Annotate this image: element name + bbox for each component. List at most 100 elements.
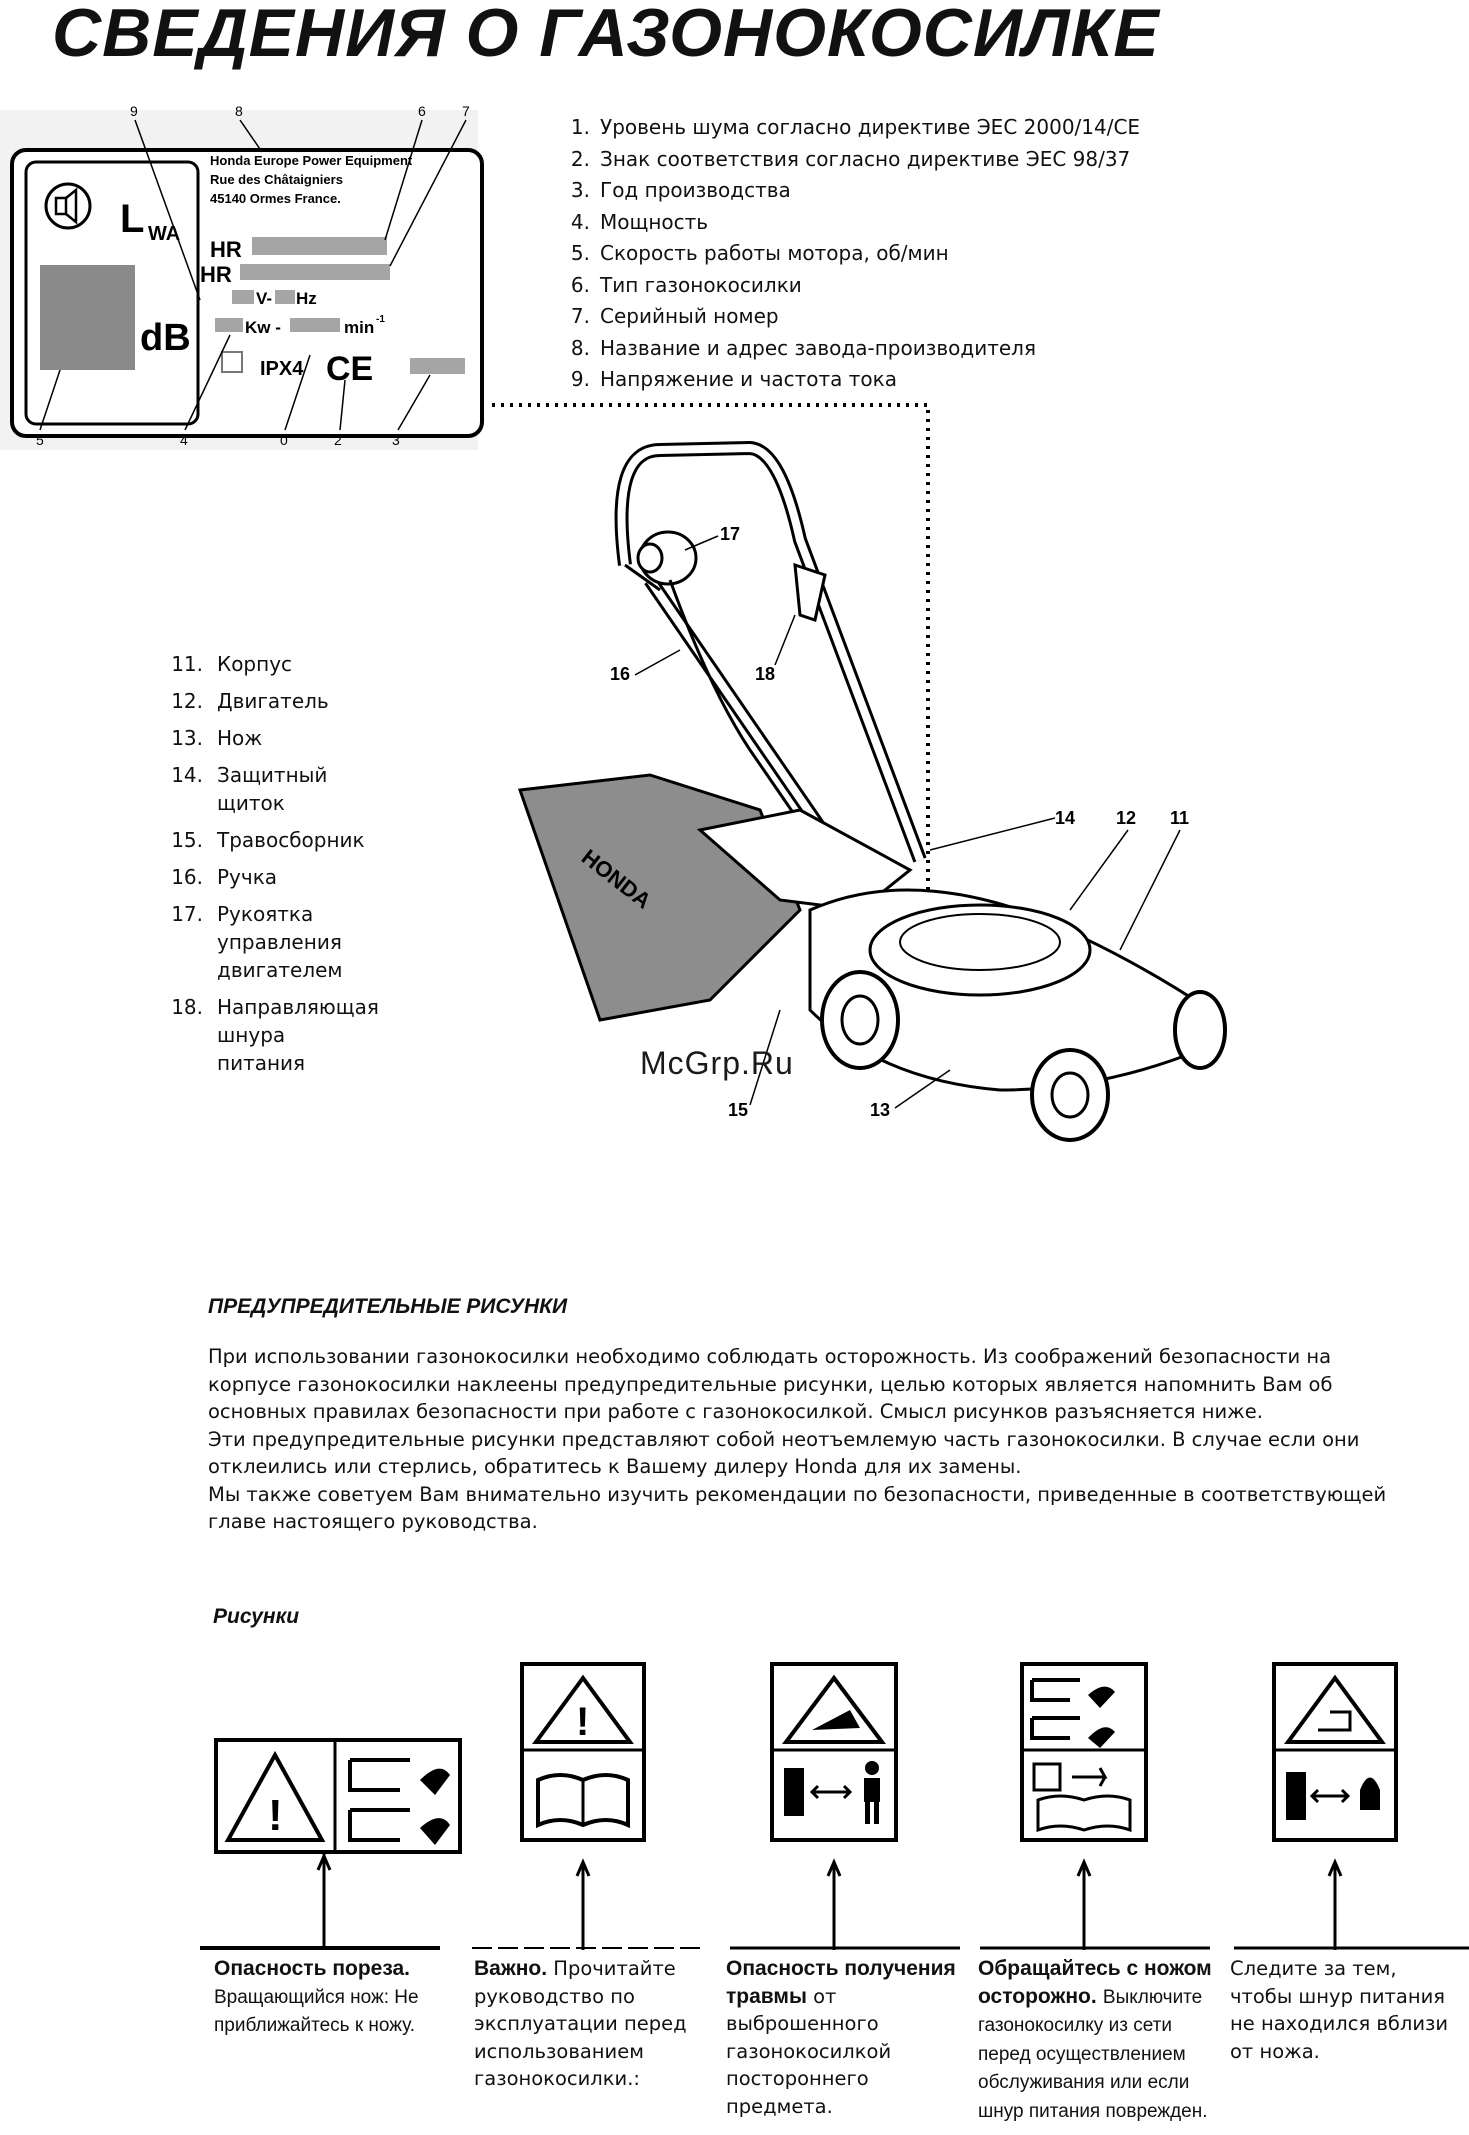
ipx-label: IPX4 (260, 358, 304, 380)
hz-label: Hz (296, 289, 317, 308)
callout-14: 14 (1055, 808, 1075, 828)
callout-9: 9 (130, 103, 138, 119)
legend-item: 5.Скорость работы мотора, об/мин (570, 241, 949, 265)
nameplate-illustration: L WA dB Honda Europe Power Equipment Rue… (0, 103, 484, 450)
legend-item: 9.Напряжение и частота тока (570, 367, 897, 391)
person-icon (865, 1761, 879, 1775)
pictogram-read-manual: ! (520, 1662, 646, 1842)
warning-triangle-icon (1284, 1674, 1386, 1744)
rear-wheel (820, 970, 900, 1070)
kw-label: Kw - (245, 318, 281, 337)
legend-item: 12.Двигатель (171, 689, 329, 713)
warning-triangle-icon (224, 1750, 326, 1842)
double-insulation-icon (221, 351, 243, 373)
callout-12: 12 (1116, 808, 1136, 828)
callout-6: 6 (418, 103, 426, 119)
socket-icon (1032, 1762, 1062, 1792)
legend-item: 15.Травосборник (171, 828, 365, 852)
legend-item: 14.Защитный щиток (171, 763, 328, 815)
legend-item: 8.Название и адрес завода-производителя (570, 335, 1036, 360)
svg-text:!: ! (576, 1700, 589, 1744)
callout-13: 13 (870, 1100, 890, 1120)
intro-paragraph: Эти предупредительные рисунки представля… (208, 1427, 1360, 1479)
pictogram-disconnect-power (1020, 1662, 1148, 1842)
callout-7: 7 (462, 103, 470, 119)
callout-15: 15 (728, 1100, 748, 1120)
min-sup: -1 (376, 314, 385, 325)
caption-disconnect-power: Обращайтесь с ножом осторожно. Выключите… (978, 1957, 1212, 2122)
figures-heading: Рисунки (213, 1605, 300, 1628)
front-wheel (1030, 1048, 1110, 1142)
dotted-leader (492, 403, 930, 905)
motor-cover (868, 903, 1092, 997)
blade-hand-icon (1030, 1716, 1080, 1740)
caption-thrown-objects: Опасность получения травмы от выброшенно… (726, 1957, 956, 2118)
callout-5: 5 (36, 432, 44, 448)
callout-3: 3 (392, 432, 400, 448)
min-label: min (344, 318, 374, 337)
manual-book-icon (1036, 1794, 1132, 1833)
intro-text: При использовании газонокосилки необходи… (208, 1343, 1408, 1536)
lawn-mower-illustration: HONDA 17 16 18 14 12 11 15 13 (492, 403, 1227, 1142)
lwa-sub: WA (148, 223, 180, 245)
legend-item: 16.Ручка (171, 865, 278, 889)
distance-arrow-icon (1309, 1788, 1351, 1804)
pictogram-cut-hazard: ! (214, 1738, 462, 1854)
ce-mark: CE (326, 350, 373, 388)
plug-icon (1360, 1777, 1380, 1810)
warning-triangle-icon (782, 1674, 886, 1744)
intro-paragraph: Мы также советуем Вам внимательно изучит… (208, 1482, 1387, 1534)
legend-item: 13.Нож (171, 726, 263, 750)
cord-guide (793, 562, 827, 622)
warnings-heading: ПРЕДУПРЕДИТЕЛЬНЫЕ РИСУНКИ (208, 1295, 568, 1318)
warning-pictograms: ! ! (200, 1662, 1469, 1950)
page-title: СВЕДЕНИЯ О ГАЗОНОКОСИЛКЕ (52, 0, 1160, 71)
legend-item: 2.Знак соответствия согласно директиве Э… (570, 146, 1131, 171)
callout-0: 0 (280, 432, 288, 448)
watermark: McGrp.Ru (640, 1045, 794, 1081)
caption-read-manual: Важно. Прочитайте руководство по эксплуа… (474, 1957, 687, 2090)
caption-keep-cord-away: Следите за тем, чтобы шнур питания не на… (1230, 1957, 1449, 2063)
parts-legend: 11.Корпус 12.Двигатель 13.Нож 14.Защитны… (168, 650, 397, 1086)
svg-text:!: ! (268, 1791, 283, 1840)
legend-item: 18.Направляющая шнура питания (171, 995, 379, 1075)
company-line-2: Rue des Châtaigniers (210, 172, 343, 187)
legend-item: 11.Корпус (171, 652, 293, 676)
pictogram-thrown-objects (770, 1662, 898, 1842)
warning-triangle-icon (532, 1674, 634, 1744)
blade-hand-icon (1030, 1678, 1080, 1702)
callout-16: 16 (610, 664, 630, 684)
voltage-label: V- (256, 289, 272, 308)
callout-2: 2 (334, 432, 342, 448)
callout-18: 18 (755, 664, 775, 684)
legend-item: 1.Уровень шума согласно директиве ЭЕС 20… (570, 115, 1141, 139)
hr2-label: HR (200, 262, 232, 287)
speaker-icon (44, 182, 92, 230)
noise-value-field (40, 265, 135, 370)
company-line-3: 45140 Ormes France. (210, 191, 341, 206)
motor-control-lever (636, 530, 698, 586)
callout-17: 17 (720, 524, 740, 544)
pictogram-keep-cord-away (1272, 1662, 1398, 1842)
db-label: dB (140, 317, 191, 359)
blade-hand-icon (348, 1808, 410, 1842)
callout-8: 8 (235, 103, 243, 119)
legend-item: 4.Мощность (570, 209, 709, 234)
legend-item: 3.Год производства (570, 178, 791, 202)
callout-4: 4 (180, 432, 188, 448)
front-wheel-right (1173, 990, 1227, 1070)
manual-book-icon (536, 1773, 630, 1829)
legend-item: 17.Рукоятка управления двигателем (171, 902, 343, 982)
plug-icon (1072, 1767, 1108, 1787)
hr1-label: HR (210, 237, 242, 262)
distance-arrow-icon (809, 1784, 853, 1800)
blade-hand-icon (348, 1758, 410, 1792)
callout-11: 11 (1170, 808, 1189, 828)
lwa-label: L (120, 197, 144, 241)
nameplate-legend: 1.Уровень шума согласно директиве ЭЕС 20… (560, 112, 1140, 396)
legend-item: 6.Тип газонокосилки (570, 272, 802, 297)
caption-cut-hazard: Опасность пореза. Вращающийся нож: Не пр… (214, 1957, 419, 2036)
grass-collector (517, 773, 802, 1022)
intro-paragraph: При использовании газонокосилки необходи… (208, 1345, 1333, 1423)
legend-item: 7.Серийный номер (570, 304, 779, 328)
